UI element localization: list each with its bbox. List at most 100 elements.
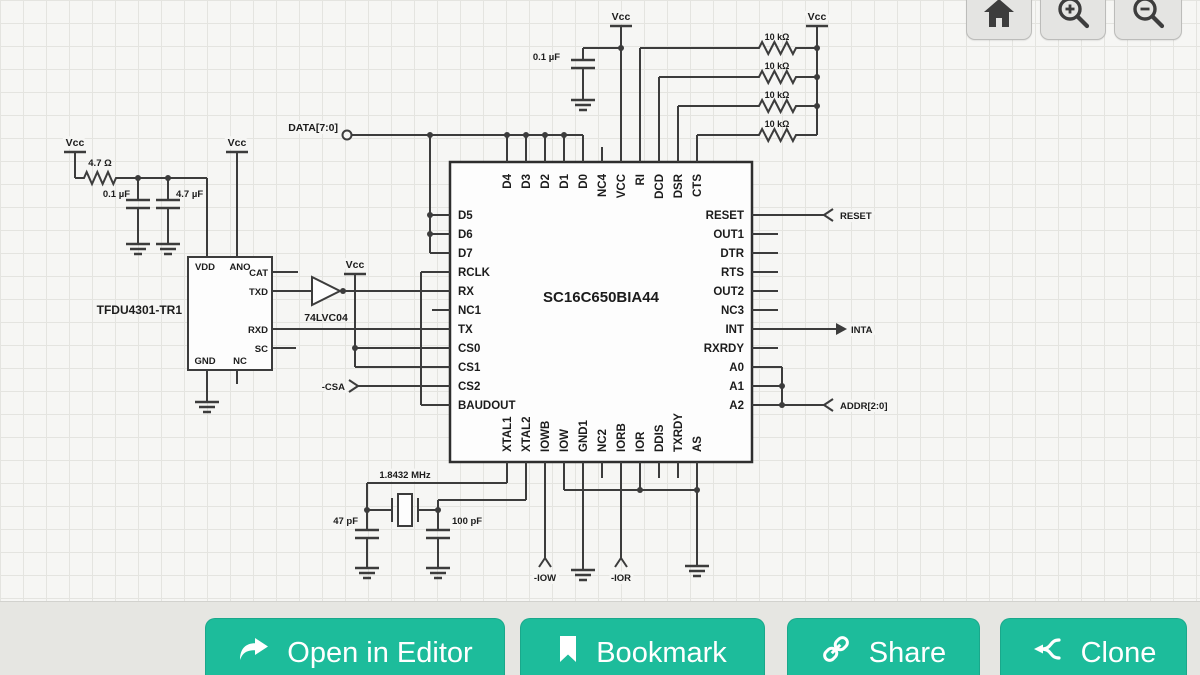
open-in-editor-icon	[237, 635, 269, 671]
vcc-label: Vcc	[808, 11, 827, 23]
bookmark-button[interactable]: Bookmark	[520, 618, 765, 675]
schematic-label: 0.1 µF	[533, 52, 560, 63]
pin-label: TX	[458, 324, 473, 336]
clone-button[interactable]: Clone	[1000, 618, 1187, 675]
resistor	[755, 39, 800, 57]
wire	[823, 404, 834, 412]
resistor	[755, 126, 800, 144]
inverter-body	[311, 275, 343, 307]
pin-label: XTAL2	[521, 416, 533, 452]
pin-label: DSR	[673, 173, 685, 198]
pin-label: CTS	[692, 174, 704, 197]
wire	[823, 398, 834, 406]
pin-label: NC2	[597, 429, 609, 452]
zoom-out-icon	[1130, 0, 1166, 34]
junction-dot	[542, 132, 548, 138]
share-button[interactable]: Share	[787, 618, 980, 675]
pin-label: RXRDY	[704, 343, 745, 355]
pin-label: RX	[458, 286, 474, 298]
pin-label: INT	[725, 324, 744, 336]
resistor-value: 10 kΩ	[765, 32, 790, 42]
junction-dot	[561, 132, 567, 138]
module-pin-label: VDD	[195, 262, 215, 273]
bookmark-label: Bookmark	[596, 636, 727, 669]
module-pin-label: RXD	[248, 325, 268, 336]
zoom-out-button[interactable]	[1114, 0, 1182, 40]
port-label-data: DATA[7:0]	[288, 122, 338, 134]
pin-label: A2	[729, 400, 744, 412]
schematic-label: 47 pF	[333, 516, 358, 527]
vcc-label: Vcc	[228, 137, 247, 149]
junction-dot	[694, 487, 700, 493]
module-pin-label: SC	[255, 344, 268, 355]
junction-dot	[637, 487, 643, 493]
pin-label: D3	[521, 174, 533, 189]
pin-label: CS2	[458, 381, 480, 393]
pin-label: NC4	[597, 173, 609, 197]
pin-label: XTAL1	[502, 416, 514, 452]
pin-label: D4	[502, 173, 514, 188]
pin-label: IORB	[616, 423, 628, 452]
pin-label: BAUDOUT	[458, 400, 516, 412]
home-icon	[981, 0, 1017, 34]
ir-transceiver-body	[187, 256, 273, 371]
port-arrow	[836, 323, 847, 335]
open-in-editor-button[interactable]: Open in Editor	[205, 618, 505, 675]
vcc-label: Vcc	[612, 11, 631, 23]
wire	[620, 557, 628, 568]
pin-label: DTR	[720, 248, 744, 260]
open-in-editor-label: Open in Editor	[287, 636, 473, 669]
port-label-ior: -IOR	[611, 573, 631, 584]
port-label-iow: -IOW	[534, 573, 556, 584]
inverter-ref-label: 74LVC04	[304, 312, 348, 324]
pin-label: A0	[729, 362, 744, 374]
pin-label: IOWB	[540, 421, 552, 452]
port-label-addr: ADDR[2:0]	[840, 401, 888, 412]
junction-dot	[814, 74, 820, 80]
wire	[538, 557, 546, 568]
module-pin-label: GND	[194, 356, 215, 367]
module-pin-label: TXD	[249, 287, 268, 298]
schematic-label: 4.7 Ω	[88, 158, 112, 169]
pin-label: RI	[635, 174, 647, 186]
pin-label: OUT1	[713, 229, 744, 241]
port-label-reset: RESET	[840, 211, 872, 222]
pin-label: DDIS	[654, 424, 666, 452]
junction-dot	[814, 103, 820, 109]
zoom-in-icon	[1055, 0, 1091, 34]
junction-dot	[814, 45, 820, 51]
bus-connector	[341, 129, 353, 141]
pin-label: D6	[458, 229, 473, 241]
pin-label: RCLK	[458, 267, 491, 279]
home-button[interactable]	[966, 0, 1032, 40]
junction-dot	[523, 132, 529, 138]
wire	[823, 208, 834, 216]
module-pin-label: ANO	[229, 262, 250, 273]
wire	[614, 557, 622, 568]
pin-label: TXRDY	[673, 413, 685, 452]
chip-ref-label: SC16C650BIA44	[543, 289, 660, 306]
module-pin-label: NC	[233, 356, 247, 367]
pin-label: DCD	[654, 174, 666, 199]
pin-label: D2	[540, 174, 552, 189]
share-label: Share	[868, 636, 947, 669]
resistor	[755, 97, 800, 115]
pin-label: VCC	[616, 174, 628, 198]
junction-dot	[504, 132, 510, 138]
resistor-value: 10 kΩ	[765, 61, 790, 71]
pin-label: D0	[578, 174, 590, 189]
zoom-in-button[interactable]	[1040, 0, 1106, 40]
pin-label: OUT2	[713, 286, 744, 298]
wire	[823, 214, 834, 222]
schematic-label: 4.7 µF	[176, 189, 203, 200]
resistor-value: 10 kΩ	[765, 119, 790, 129]
crystal-body	[397, 493, 413, 527]
clone-fork-icon	[1031, 635, 1063, 671]
bookmark-icon	[558, 635, 578, 671]
resistor	[755, 68, 800, 86]
vcc-label: Vcc	[346, 259, 365, 271]
module-pin-label: CAT	[249, 268, 268, 279]
pin-label: D1	[559, 173, 571, 188]
